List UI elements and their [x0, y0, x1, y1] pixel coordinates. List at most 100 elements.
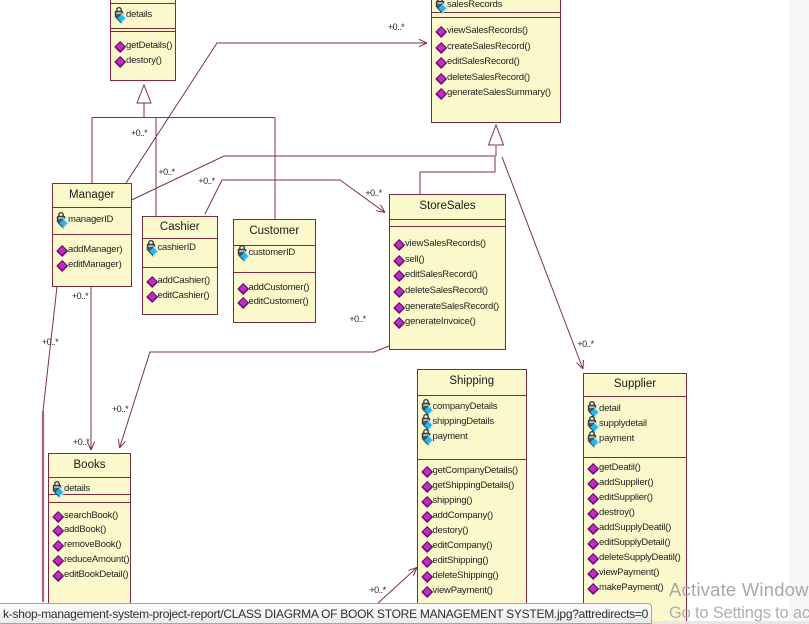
- method-diamond-icon: [52, 554, 64, 567]
- method-name: editCustomer(): [248, 296, 309, 308]
- method-name: sell(): [405, 253, 425, 265]
- method-name: generateSalesSummary(): [447, 87, 551, 98]
- method-name: addManager): [68, 243, 123, 255]
- attribute-name: shippingDetails: [432, 416, 495, 427]
- attribute-name: cashierID: [157, 241, 197, 253]
- page-background-strip: [789, 0, 809, 624]
- method-diamond-icon: [52, 540, 64, 553]
- multiplicity-label: +0..*: [349, 314, 366, 324]
- method-diamond-icon: [393, 238, 405, 251]
- method-name: deleteSalesRecord(): [447, 71, 530, 83]
- method-name: editSupplyDetail(): [599, 537, 671, 548]
- attribute-lock-diamond-icon: [587, 400, 601, 418]
- method-diamond-icon: [145, 275, 158, 288]
- attribute-lock-diamond-icon: [237, 244, 250, 262]
- attribute-lock-diamond-icon: [52, 480, 66, 498]
- multiplicity-label: +0..*: [111, 403, 129, 414]
- compartment-divider: [111, 28, 175, 30]
- compartment-divider: [432, 12, 560, 14]
- multiplicity-label: +0..*: [577, 338, 594, 349]
- multiplicity-label: +0..*: [158, 166, 175, 177]
- open-arrowhead: [576, 362, 584, 370]
- method-name: deleteShipping(): [432, 570, 499, 582]
- method-diamond-icon: [114, 56, 126, 69]
- class-title: Manager: [69, 188, 115, 201]
- generalization-triangle: [136, 83, 152, 104]
- watermark-line1: Activate Windows: [669, 579, 809, 600]
- open-arrowhead: [380, 204, 386, 213]
- attribute-name: detail: [599, 403, 621, 414]
- association-line: [501, 156, 584, 370]
- open-arrowhead: [408, 567, 418, 571]
- open-arrowhead: [119, 440, 126, 449]
- method-diamond-icon: [393, 286, 405, 299]
- open-arrowhead: [412, 567, 418, 576]
- method-name: viewPayment(): [432, 585, 493, 597]
- compartment-divider: [233, 245, 315, 247]
- method-name: editManager): [68, 259, 122, 271]
- method-name: destroy(): [599, 507, 635, 518]
- attribute-lock-diamond-icon: [146, 239, 159, 257]
- attribute-name: details: [126, 9, 153, 20]
- class-title: Supplier: [613, 378, 657, 390]
- compartment-divider: [417, 395, 526, 396]
- generalization-triangle: [487, 123, 505, 146]
- method-diamond-icon: [420, 571, 433, 584]
- method-diamond-icon: [587, 583, 599, 596]
- method-name: editSalesRecord(): [405, 269, 478, 281]
- activate-windows-watermark: Activate Windows Go to Settings to activ…: [669, 579, 809, 623]
- attribute-name: supplydetail: [599, 418, 647, 429]
- method-name: reduceAmount(): [64, 553, 130, 565]
- method-name: generateSalesRecord(): [405, 300, 500, 312]
- compartment-divider: [111, 3, 175, 5]
- method-name: editSupplier(): [599, 492, 653, 503]
- method-diamond-icon: [420, 480, 433, 493]
- method-diamond-icon: [435, 88, 447, 101]
- method-diamond-icon: [236, 282, 249, 295]
- attribute-name: companyDetails: [432, 401, 498, 412]
- class-title: Books: [73, 458, 106, 471]
- multiplicity-label: +0..*: [365, 187, 382, 198]
- method-diamond-icon: [587, 553, 599, 566]
- attribute-name: salesRecords: [447, 0, 503, 10]
- compartment-divider: [49, 502, 130, 504]
- method-name: viewSalesRecords(): [447, 25, 528, 36]
- compartment-divider: [142, 266, 217, 268]
- method-name: addCompany(): [432, 509, 494, 521]
- attribute-lock-diamond-icon: [421, 428, 434, 446]
- method-diamond-icon: [587, 568, 599, 581]
- attribute-name: payment: [432, 431, 468, 442]
- method-diamond-icon: [52, 569, 64, 582]
- association-line: [419, 157, 496, 194]
- attribute-lock-diamond-icon: [114, 6, 128, 24]
- method-diamond-icon: [56, 260, 68, 273]
- attribute-name: customerID: [248, 246, 296, 258]
- method-diamond-icon: [587, 523, 599, 536]
- open-arrowhead: [418, 42, 428, 48]
- method-name: editSalesRecord(): [447, 56, 520, 67]
- attribute-name: payment: [599, 433, 635, 444]
- method-diamond-icon: [420, 465, 433, 478]
- class-title: StoreSales: [419, 199, 476, 212]
- method-diamond-icon: [52, 525, 64, 538]
- method-diamond-icon: [435, 72, 447, 85]
- method-diamond-icon: [435, 57, 447, 70]
- method-name: deleteSalesRecord(): [405, 285, 488, 296]
- class-title: Shipping: [449, 375, 495, 388]
- method-name: addCustomer(): [248, 281, 310, 293]
- method-diamond-icon: [435, 41, 447, 54]
- attribute-lock-diamond-icon: [421, 413, 434, 431]
- method-name: addCashier(): [157, 274, 211, 286]
- method-name: editCashier(): [157, 290, 210, 302]
- method-diamond-icon: [435, 26, 447, 39]
- multiplicity-label: +0..*: [41, 336, 59, 347]
- watermark-line2: Go to Settings to activate Windows.: [669, 604, 809, 622]
